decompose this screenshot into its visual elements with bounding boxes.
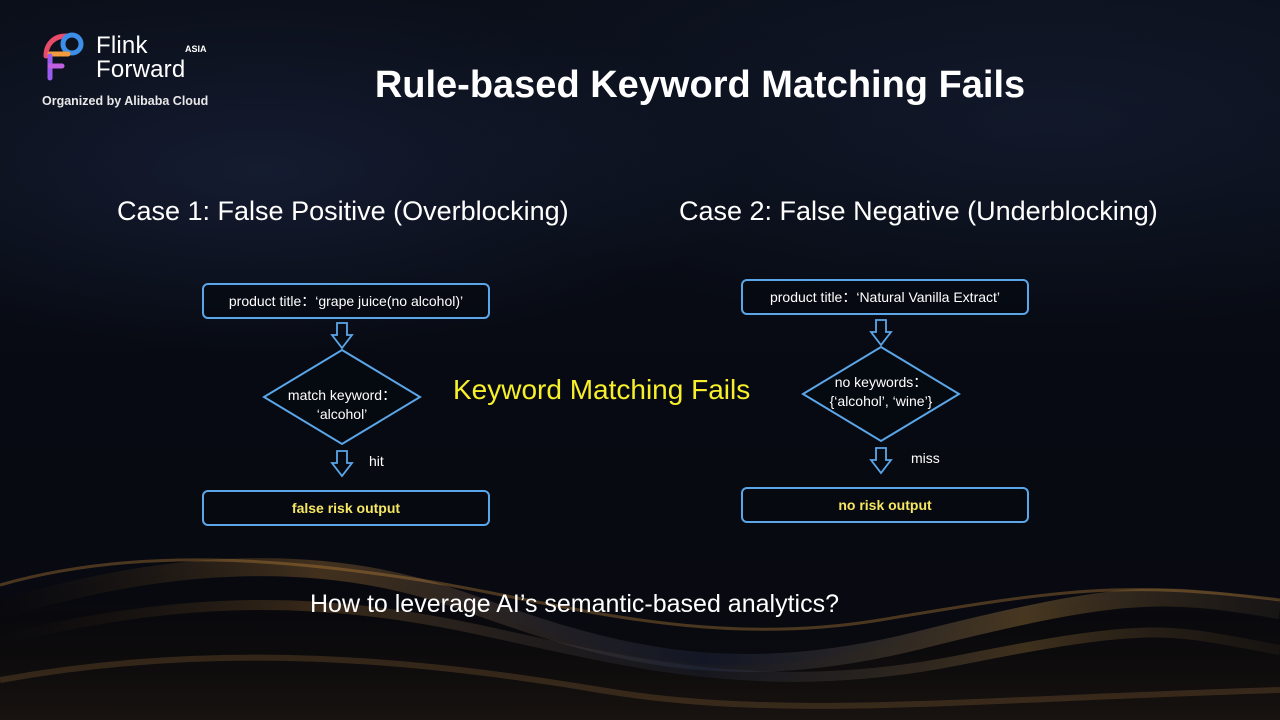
case1-decision-line1: match keyword： (287, 387, 397, 403)
case2-decision-label: no keywords： {‘alcohol’, ‘wine’} (800, 373, 962, 411)
case1-heading: Case 1: False Positive (Overblocking) (117, 196, 569, 226)
slide-title: Rule-based Keyword Matching Fails (374, 64, 1026, 106)
case2-decision-diamond (801, 345, 961, 443)
case2-heading: Case 2: False Negative (Underblocking) (679, 196, 1158, 226)
case2-arrow-2 (869, 447, 893, 475)
case2-arrow-1 (869, 319, 893, 347)
flink-forward-logo: Flink ASIA Forward Organized by Alibaba … (40, 30, 230, 115)
logo-line-1: Flink (96, 32, 148, 59)
case1-decision-label: match keyword： ‘alcohol’ (270, 386, 414, 424)
logo-organizer: Organized by Alibaba Cloud (42, 94, 209, 108)
case1-input-box: product title：‘grape juice(no alcohol)’ (202, 283, 490, 319)
case1-output-box: false risk output (202, 490, 490, 526)
case2-decision-line1: no keywords： (834, 374, 928, 390)
case2-output-box: no risk output (741, 487, 1029, 523)
case2-decision-line2: {‘alcohol’, ‘wine’} (829, 393, 933, 409)
keyword-matching-fails-label: Keyword Matching Fails (453, 374, 751, 405)
case1-edge-label: hit (369, 453, 384, 469)
case1-arrow-2 (330, 450, 354, 478)
case1-arrow-1 (330, 322, 354, 350)
case1-decision-line2: ‘alcohol’ (316, 406, 368, 422)
logo-badge: ASIA (185, 44, 207, 54)
logo-line-2: Forward (96, 56, 186, 83)
case2-edge-label: miss (911, 450, 940, 466)
case1-decision-diamond (262, 348, 422, 446)
closing-question: How to leverage AI’s semantic-based anal… (310, 590, 839, 618)
flink-logo-icon (43, 32, 84, 81)
case2-input-box: product title：‘Natural Vanilla Extract’ (741, 279, 1029, 315)
